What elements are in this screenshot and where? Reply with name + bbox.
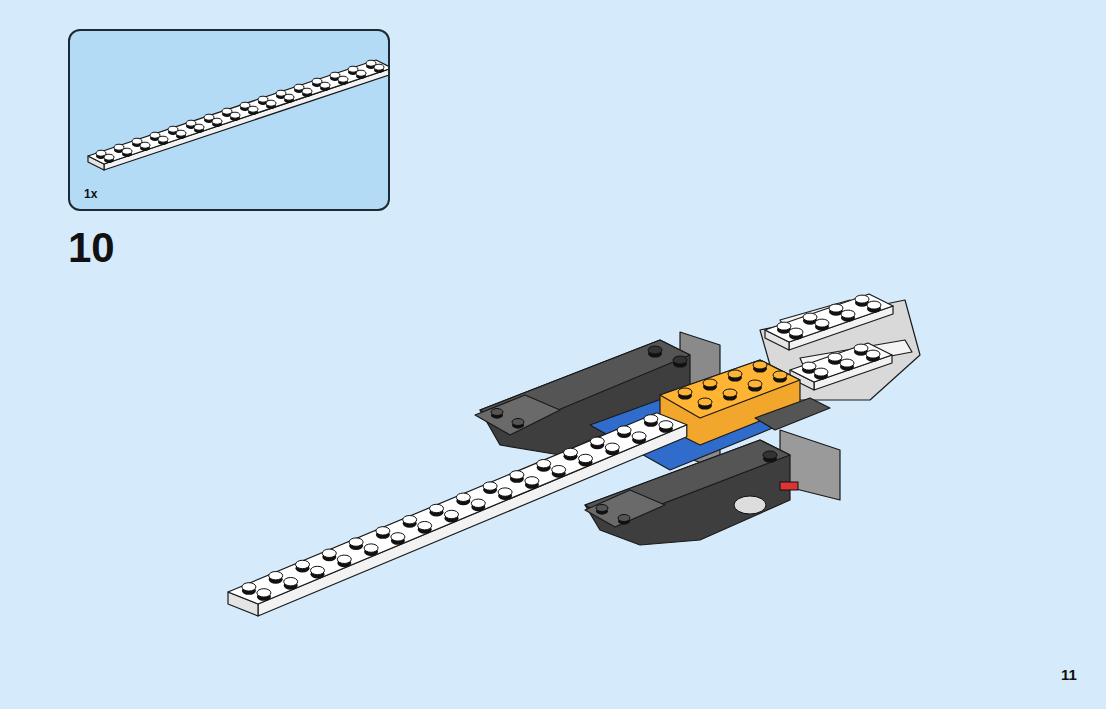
model-part <box>618 515 630 522</box>
model-part <box>828 353 842 361</box>
model-part <box>176 130 186 136</box>
model-part <box>866 350 880 358</box>
model-part <box>104 154 114 160</box>
model-part <box>753 361 767 369</box>
model-part <box>590 437 604 445</box>
model-part <box>734 496 766 514</box>
model-part <box>525 477 539 485</box>
model-part <box>403 515 417 523</box>
model-part <box>867 301 881 309</box>
model-part <box>88 60 388 164</box>
model-part <box>537 459 551 467</box>
model-part <box>632 432 646 440</box>
model-part <box>228 413 687 604</box>
model-part <box>510 471 524 479</box>
model-part <box>596 505 608 512</box>
model-part <box>703 379 717 387</box>
model-part <box>678 388 692 396</box>
model-part <box>230 112 240 118</box>
model-part <box>512 419 524 426</box>
model-part <box>311 566 325 574</box>
model-part <box>302 88 312 94</box>
model-part <box>854 344 868 352</box>
model-part <box>777 322 791 330</box>
model-part <box>841 310 855 318</box>
model-part <box>673 356 687 364</box>
model-part <box>814 368 828 376</box>
model-part <box>748 380 762 388</box>
model-part <box>763 451 777 459</box>
model-part <box>391 533 405 541</box>
model-part <box>338 76 348 82</box>
model-part <box>659 421 673 429</box>
model-part <box>322 549 336 557</box>
model-part <box>356 70 366 76</box>
model-part <box>122 148 132 154</box>
model-part <box>840 359 854 367</box>
model-part <box>579 454 593 462</box>
model-part <box>269 571 283 579</box>
model-part <box>374 64 384 70</box>
model-part <box>728 370 742 378</box>
model-part <box>212 118 222 124</box>
model-part <box>349 538 363 546</box>
model-part <box>248 106 258 112</box>
model-part <box>320 82 330 88</box>
model-part <box>698 398 712 406</box>
model-part <box>445 510 459 518</box>
model-part <box>644 415 658 423</box>
model-part <box>418 521 432 529</box>
model-part <box>284 94 294 100</box>
model-part <box>617 426 631 434</box>
model-part <box>829 304 843 312</box>
model-part <box>140 142 150 148</box>
model-part <box>296 560 310 568</box>
model-part <box>585 490 665 527</box>
model-part <box>648 346 662 354</box>
page-number: 11 <box>1061 666 1077 683</box>
model-part <box>789 328 803 336</box>
model-part <box>242 583 256 591</box>
model-part <box>475 395 560 435</box>
model-part <box>564 448 578 456</box>
part-count: 1x <box>84 187 97 201</box>
model-part <box>337 555 351 563</box>
model-part <box>471 499 485 507</box>
model-part <box>194 124 204 130</box>
model-part <box>491 409 503 416</box>
model-part <box>815 319 829 327</box>
model-part <box>483 482 497 490</box>
step-number: 10 <box>68 224 115 272</box>
model-part <box>765 294 893 342</box>
model-part <box>456 493 470 501</box>
model-part <box>790 343 892 382</box>
model-part <box>376 527 390 535</box>
model-part <box>802 362 816 370</box>
model-part <box>104 68 388 170</box>
model-part <box>755 398 830 430</box>
part-image <box>70 31 388 209</box>
model-part <box>498 488 512 496</box>
model-part <box>430 504 444 512</box>
model-part <box>266 100 276 106</box>
model-part <box>723 389 737 397</box>
model-part <box>605 443 619 451</box>
model-part <box>855 295 869 303</box>
parts-box: 1x <box>68 29 390 211</box>
model-part <box>284 577 298 585</box>
model-part <box>258 425 687 616</box>
model-part <box>773 371 787 379</box>
model-part <box>364 544 378 552</box>
model-part <box>257 589 271 597</box>
model-part <box>158 136 168 142</box>
model-part <box>780 482 798 490</box>
model-part <box>803 313 817 321</box>
model-part <box>552 465 566 473</box>
